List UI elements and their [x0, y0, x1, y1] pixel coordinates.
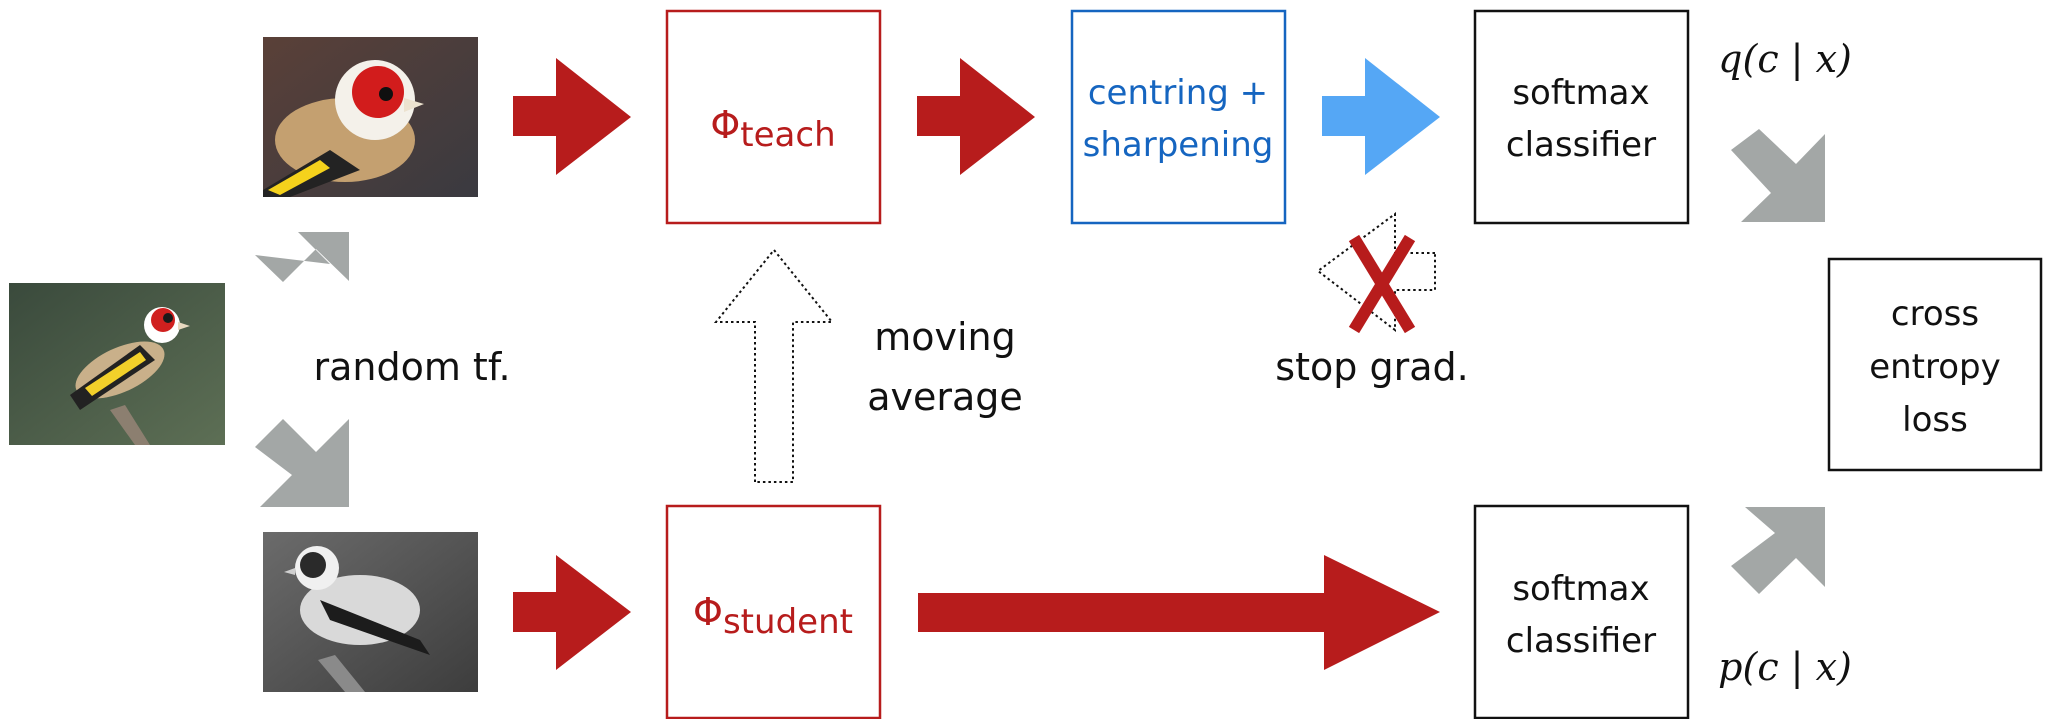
moving-average-arrow — [713, 248, 835, 483]
teacher-softmax-line1: softmax — [1512, 73, 1649, 113]
student-box — [665, 504, 882, 719]
teacher-softmax-box — [1473, 9, 1690, 225]
loss-label-line1: cross — [1891, 294, 1979, 334]
student-subscript: student — [723, 602, 853, 642]
teacher-label: Φteach — [710, 103, 835, 155]
arrow-student-softmax-to-loss — [1731, 507, 1825, 594]
arrow-teacher-to-centring — [917, 58, 1035, 175]
q-label: q(c | x) — [1718, 37, 1852, 81]
stop-grad-cross-icon — [1348, 234, 1416, 334]
teacher-view-image — [263, 37, 478, 197]
teacher-subscript: teach — [740, 115, 835, 155]
arrow-original-to-student-view — [255, 419, 349, 507]
arrow-centring-to-softmax — [1322, 58, 1440, 175]
random-tf-label: random tf. — [313, 345, 510, 389]
stop-grad-label: stop grad. — [1275, 345, 1468, 389]
student-softmax-box — [1473, 504, 1690, 719]
loss-label-line3: loss — [1902, 400, 1968, 440]
arrow-original-to-teacher-view — [255, 232, 349, 282]
loss-label-line2: entropy — [1869, 347, 2001, 387]
p-label: p(c | x) — [1718, 645, 1852, 689]
teacher-box — [665, 9, 882, 225]
moving-average-label-line1: moving — [874, 315, 1016, 359]
original-image — [9, 283, 225, 445]
student-label: Φstudent — [693, 590, 853, 642]
student-softmax-line2: classifier — [1506, 621, 1656, 661]
moving-average-label-line2: average — [867, 375, 1023, 419]
centring-label-line1: centring + — [1088, 73, 1268, 113]
teacher-softmax-line2: classifier — [1506, 125, 1656, 165]
arrow-student-to-softmax — [918, 555, 1440, 670]
arrow-image-to-teacher — [513, 58, 631, 175]
teacher-phi: Φ — [710, 103, 740, 147]
loss-box — [1827, 257, 2043, 472]
student-softmax-line1: softmax — [1512, 569, 1649, 609]
centring-box — [1070, 9, 1287, 225]
student-view-image — [263, 532, 478, 692]
centring-label-line2: sharpening — [1083, 125, 1274, 165]
arrow-teacher-softmax-to-loss — [1731, 129, 1825, 222]
student-phi: Φ — [693, 590, 723, 634]
arrow-image-to-student — [513, 555, 631, 670]
